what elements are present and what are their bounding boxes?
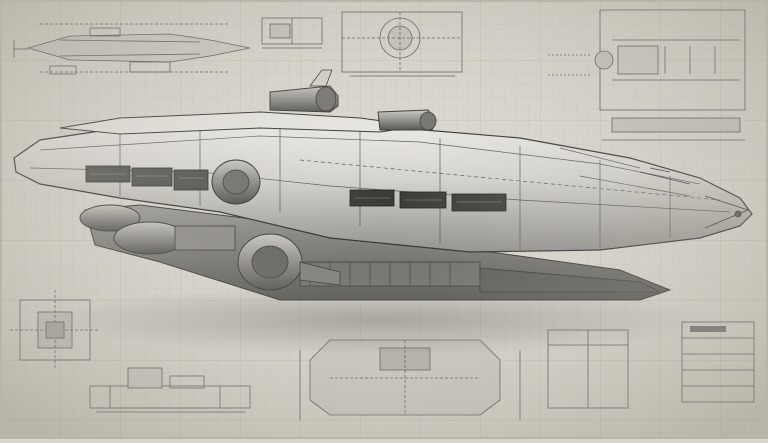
paper-vignette [0, 0, 768, 439]
blueprint-art [0, 0, 768, 439]
paper-border [0, 0, 768, 439]
blueprint-scene [0, 0, 768, 439]
